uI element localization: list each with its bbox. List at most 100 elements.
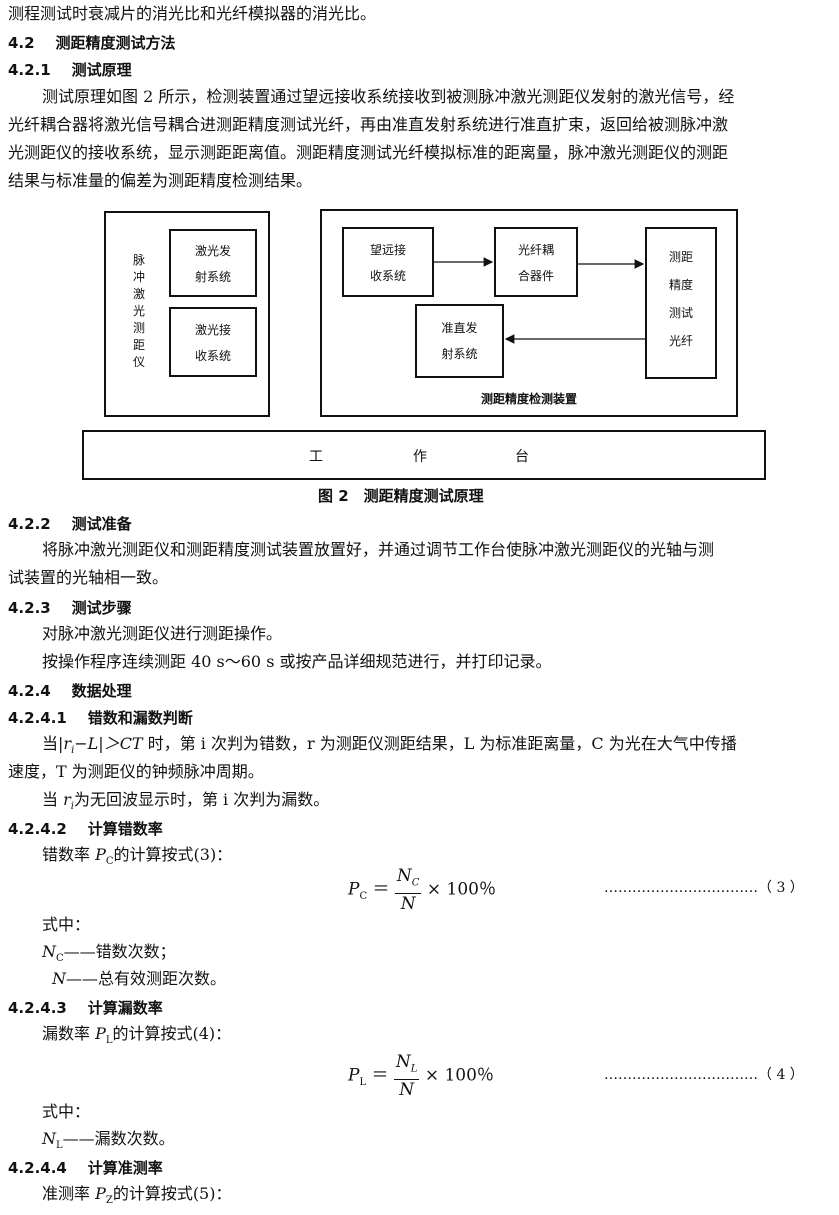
def-text: ——错数次数；	[63, 942, 176, 961]
principle-line-1: 测试原理如图 2 所示，检测装置通过望远接收系统接收到被测脉冲激光测距仪发射的激…	[42, 87, 735, 106]
intro-text: 的计算按式(5)：	[112, 1184, 232, 1203]
section-4-2-heading: 4.2 测距精度测试方法	[8, 32, 175, 53]
workbench-box	[82, 430, 766, 480]
fiber-label-3: 测试	[668, 306, 693, 320]
section-title: 测试准备	[71, 515, 132, 533]
definition-nl: NL——漏数次数。	[42, 1125, 175, 1160]
def-text: ——总有效测距次数。	[66, 969, 227, 988]
error-rate-intro: 错数率 PC的计算按式(3)：	[42, 841, 232, 876]
equals-sign: ＝	[372, 879, 390, 900]
judge-line-1: 当|ri−L|＞CT 时，第 i 次判为错数，r 为测距仪测距结果，L 为标准距…	[42, 730, 737, 765]
laser-emit-label-2: 射系统	[194, 270, 231, 284]
steps-line-2: 按操作程序连续测距 40 s～60 s 或按产品详细规范进行，并打印记录。	[42, 652, 552, 671]
section-number: 4.2.4	[8, 682, 51, 700]
laser-receive-box	[169, 307, 257, 377]
fiber-box	[645, 227, 717, 379]
workbench-label-2: 作	[413, 449, 427, 465]
definition-nc: NC——错数次数；	[42, 938, 176, 973]
def-sub: L	[56, 1140, 63, 1152]
diagram-arrows	[434, 257, 645, 344]
section-4-2-4-1-heading: 4.2.4.1 错数和漏数判断	[8, 707, 193, 728]
section-title: 数据处理	[71, 682, 132, 700]
judge-text: 为无回波显示时，第 i 次判为漏数。	[73, 790, 330, 809]
laser-receive-label-1: 激光接	[194, 323, 231, 337]
telescope-label-1: 望远接	[369, 243, 406, 257]
judge-line-2: 速度，T 为测距仪的钟频脉冲周期。	[8, 762, 264, 781]
symbol-sub: L	[105, 1035, 113, 1047]
equation-number-4: ……………………………（ 4 ）	[604, 1067, 804, 1083]
section-number: 4.2	[8, 34, 35, 52]
intro-text: 的计算按式(4)：	[112, 1024, 232, 1043]
section-title: 错数和漏数判断	[87, 709, 193, 727]
formula-3: PC ＝ NC N × 100％	[348, 866, 496, 914]
where-label: 式中：	[42, 915, 91, 934]
intro-text: 漏数率	[42, 1024, 96, 1043]
formula-4: PL ＝ NL N × 100％	[348, 1052, 494, 1100]
fiber-label-2: 精度	[668, 278, 693, 292]
principle-line-4: 结果与标准量的偏差为测距精度检测结果。	[8, 171, 313, 190]
prep-line-1: 将脉冲激光测距仪和测距精度测试装置放置好，并通过调节工作台使脉冲激光测距仪的光轴…	[42, 540, 715, 559]
formula-lhs: P	[348, 879, 360, 900]
def-text: ——漏数次数。	[62, 1129, 175, 1148]
judge-text: 时，第 i 次判为错数，r 为测距仪测距结果，L 为标准距离量，C 为光在大气中…	[142, 734, 737, 753]
device-label: 测距精度检测装置	[480, 392, 577, 406]
section-title: 测试原理	[71, 61, 132, 79]
judge-sub-i: i	[71, 745, 75, 757]
section-number: 4.2.4.3	[8, 999, 67, 1017]
prep-line-2: 试装置的光轴相一致。	[8, 568, 169, 587]
coupler-label-2: 合器件	[517, 269, 554, 283]
def-sub: C	[56, 953, 64, 965]
judge-var-r: r	[63, 790, 71, 809]
section-number: 4.2.4.4	[8, 1159, 67, 1177]
coupler-label-1: 光纤耦	[517, 243, 554, 257]
test-device-box	[320, 209, 738, 417]
principle-line-2: 光纤耦合器将激光信号耦合进测距精度测试光纤，再由准直发射系统进行准直扩束，返回给…	[8, 115, 729, 134]
fiber-label-1: 测距	[668, 250, 693, 264]
section-number: 4.2.4.1	[8, 709, 67, 727]
collimator-label-2: 射系统	[441, 347, 478, 361]
judge-text: 当|	[42, 734, 64, 753]
accuracy-rate-intro: 准测率 PZ的计算按式(5)：	[42, 1180, 231, 1215]
figure-caption: 图 2 测距精度测试原理	[318, 487, 484, 505]
numerator-symbol: N	[396, 866, 412, 886]
intro-text: 错数率	[42, 845, 96, 864]
symbol-p: P	[95, 1024, 106, 1043]
intro-text: 准测率	[42, 1184, 96, 1203]
symbol-sub: Z	[105, 1195, 113, 1207]
section-4-2-2-heading: 4.2.2 测试准备	[8, 513, 132, 534]
miss-rate-intro: 漏数率 PL的计算按式(4)：	[42, 1020, 231, 1055]
laser-emit-label-1: 激光发	[194, 244, 231, 258]
numerator-symbol: N	[395, 1052, 411, 1072]
equation-number-3: ……………………………（ 3 ）	[604, 880, 804, 896]
judge-sub-i: i	[70, 801, 74, 813]
symbol-sub: C	[105, 856, 114, 868]
intro-text: 的计算按式(3)：	[113, 845, 233, 864]
def-symbol: N	[42, 1129, 56, 1148]
symbol-p: P	[95, 845, 106, 864]
section-number: 4.2.3	[8, 599, 51, 617]
numerator-sub: C	[411, 877, 420, 889]
fraction-numerator: NC	[394, 866, 422, 895]
judge-expr: −L|＞CT	[74, 734, 143, 753]
equals-sign: ＝	[371, 1065, 389, 1086]
def-symbol: N	[52, 969, 66, 988]
workbench-label-1: 工	[309, 449, 323, 465]
section-4-2-4-2-heading: 4.2.4.2 计算错数率	[8, 818, 163, 839]
section-title: 计算漏数率	[87, 999, 163, 1017]
fraction: NL N	[393, 1052, 420, 1100]
def-symbol: N	[42, 942, 56, 961]
section-number: 4.2.1	[8, 61, 51, 79]
section-number: 4.2.2	[8, 515, 51, 533]
section-4-2-1-heading: 4.2.1 测试原理	[8, 59, 132, 80]
rangefinder-box	[104, 211, 270, 417]
section-4-2-4-3-heading: 4.2.4.3 计算漏数率	[8, 997, 163, 1018]
fraction-numerator: NL	[393, 1052, 420, 1081]
telescope-box	[342, 227, 434, 297]
steps-line-1: 对脉冲激光测距仪进行测距操作。	[42, 624, 283, 643]
judge-line-3: 当 ri为无回波显示时，第 i 次判为漏数。	[42, 786, 329, 821]
formula-tail: × 100％	[424, 1065, 494, 1086]
intro-line: 测程测试时衰减片的消光比和光纤模拟器的消光比。	[8, 4, 377, 23]
formula-lhs-sub: L	[359, 1077, 367, 1089]
numerator-sub: L	[410, 1063, 418, 1075]
coupler-box	[494, 227, 578, 297]
